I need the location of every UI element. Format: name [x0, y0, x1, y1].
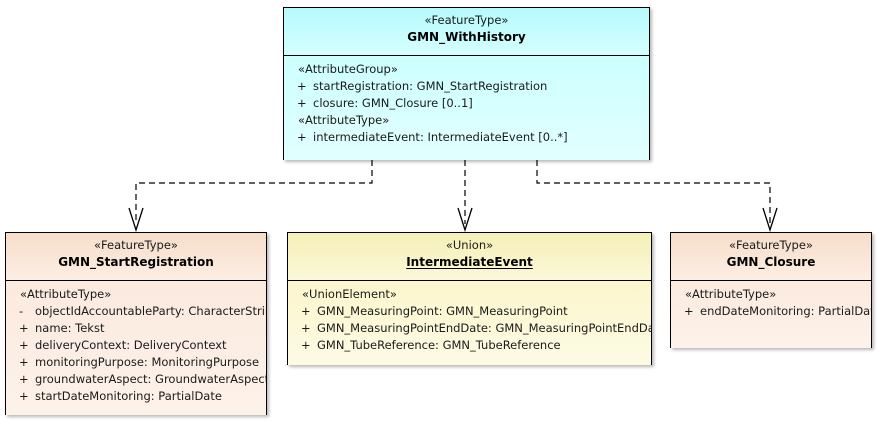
visibility-marker: +	[684, 304, 694, 318]
attribute-label: GMN_MeasuringPointEndDate: GMN_Measuring…	[317, 321, 651, 335]
attribute-row[interactable]: + startRegistration: GMN_StartRegistrati…	[284, 78, 649, 95]
class-stereotype: «FeatureType»	[424, 13, 509, 27]
visibility-marker: +	[297, 96, 307, 110]
attribute-row[interactable]: + closure: GMN_Closure [0..1]	[284, 95, 649, 112]
class-name: GMN_StartRegistration	[58, 255, 214, 269]
attribute-group-stereotype: «AttributeType»	[20, 287, 112, 301]
attribute-row[interactable]: + startDateMonitoring: PartialDate	[6, 388, 266, 405]
attribute-label: intermediateEvent: IntermediateEvent [0.…	[313, 130, 568, 144]
visibility-marker: +	[301, 321, 311, 335]
attribute-label: objectIdAccountableParty: CharacterStrin…	[35, 304, 266, 318]
attribute-row[interactable]: + intermediateEvent: IntermediateEvent […	[284, 129, 649, 146]
attribute-group-stereotype: «AttributeType»	[298, 113, 390, 127]
class-name: IntermediateEvent	[406, 255, 533, 269]
class-body-gmn-with-history: «AttributeGroup» + startRegistration: GM…	[284, 56, 649, 160]
attribute-row[interactable]: + GMN_TubeReference: GMN_TubeReference	[288, 337, 651, 354]
class-stereotype: «FeatureType»	[729, 238, 813, 252]
attribute-row[interactable]: + name: Tekst	[6, 320, 266, 337]
class-box-gmn-start-registration[interactable]: «FeatureType» GMN_StartRegistration «Att…	[5, 232, 267, 415]
attribute-label: endDateMonitoring: PartialDate	[700, 304, 871, 318]
visibility-marker: +	[19, 355, 29, 369]
visibility-marker: +	[19, 389, 29, 403]
attribute-row[interactable]: + GMN_MeasuringPoint: GMN_MeasuringPoint	[288, 303, 651, 320]
visibility-marker: +	[19, 372, 29, 386]
class-header-gmn-start-registration: «FeatureType» GMN_StartRegistration	[6, 233, 266, 281]
visibility-marker: +	[297, 79, 307, 93]
dependency-arrow-closure	[536, 160, 778, 233]
class-stereotype: «Union»	[445, 238, 494, 252]
attribute-row[interactable]: + deliveryContext: DeliveryContext	[6, 337, 266, 354]
attribute-label: name: Tekst	[35, 321, 105, 335]
attribute-label: closure: GMN_Closure [0..1]	[313, 96, 473, 110]
visibility-marker: +	[19, 321, 29, 335]
attribute-row[interactable]: + endDateMonitoring: PartialDate	[671, 303, 871, 320]
class-box-intermediate-event[interactable]: «Union» IntermediateEvent «UnionElement»…	[287, 232, 652, 365]
class-name: GMN_WithHistory	[407, 30, 526, 44]
dependency-arrow-start-registration	[128, 160, 373, 233]
attribute-label: deliveryContext: DeliveryContext	[35, 338, 227, 352]
attribute-label: monitoringPurpose: MonitoringPurpose	[35, 355, 260, 369]
attribute-row[interactable]: - objectIdAccountableParty: CharacterStr…	[6, 303, 266, 320]
class-header-gmn-closure: «FeatureType» GMN_Closure	[671, 233, 871, 281]
attribute-row[interactable]: + groundwaterAspect: GroundwaterAspect	[6, 371, 266, 388]
attribute-row[interactable]: + GMN_MeasuringPointEndDate: GMN_Measuri…	[288, 320, 651, 337]
attribute-label: startRegistration: GMN_StartRegistration	[313, 79, 548, 93]
visibility-marker: -	[19, 304, 24, 318]
attribute-group-stereotype: «AttributeType»	[685, 287, 777, 301]
dependency-arrow-intermediate-event	[457, 160, 473, 233]
attribute-label: GMN_MeasuringPoint: GMN_MeasuringPoint	[317, 304, 568, 318]
class-stereotype: «FeatureType»	[94, 238, 178, 252]
attribute-label: GMN_TubeReference: GMN_TubeReference	[317, 338, 561, 352]
visibility-marker: +	[19, 338, 29, 352]
visibility-marker: +	[297, 130, 307, 144]
visibility-marker: +	[301, 338, 311, 352]
visibility-marker: +	[301, 304, 311, 318]
class-box-gmn-with-history[interactable]: «FeatureType» GMN_WithHistory «Attribute…	[283, 7, 650, 160]
class-name: GMN_Closure	[726, 255, 816, 269]
attribute-row[interactable]: + monitoringPurpose: MonitoringPurpose	[6, 354, 266, 371]
class-body-gmn-closure: «AttributeType» + endDateMonitoring: Par…	[671, 281, 871, 348]
attribute-label: groundwaterAspect: GroundwaterAspect	[35, 372, 266, 386]
attribute-label: startDateMonitoring: PartialDate	[35, 389, 222, 403]
class-box-gmn-closure[interactable]: «FeatureType» GMN_Closure «AttributeType…	[670, 232, 872, 348]
class-header-gmn-with-history: «FeatureType» GMN_WithHistory	[284, 8, 649, 56]
class-header-intermediate-event: «Union» IntermediateEvent	[288, 233, 651, 281]
class-body-gmn-start-registration: «AttributeType» - objectIdAccountablePar…	[6, 281, 266, 415]
attribute-group-stereotype: «AttributeGroup»	[298, 62, 398, 76]
union-element-stereotype: «UnionElement»	[302, 287, 397, 301]
class-body-intermediate-event: «UnionElement» + GMN_MeasuringPoint: GMN…	[288, 281, 651, 365]
